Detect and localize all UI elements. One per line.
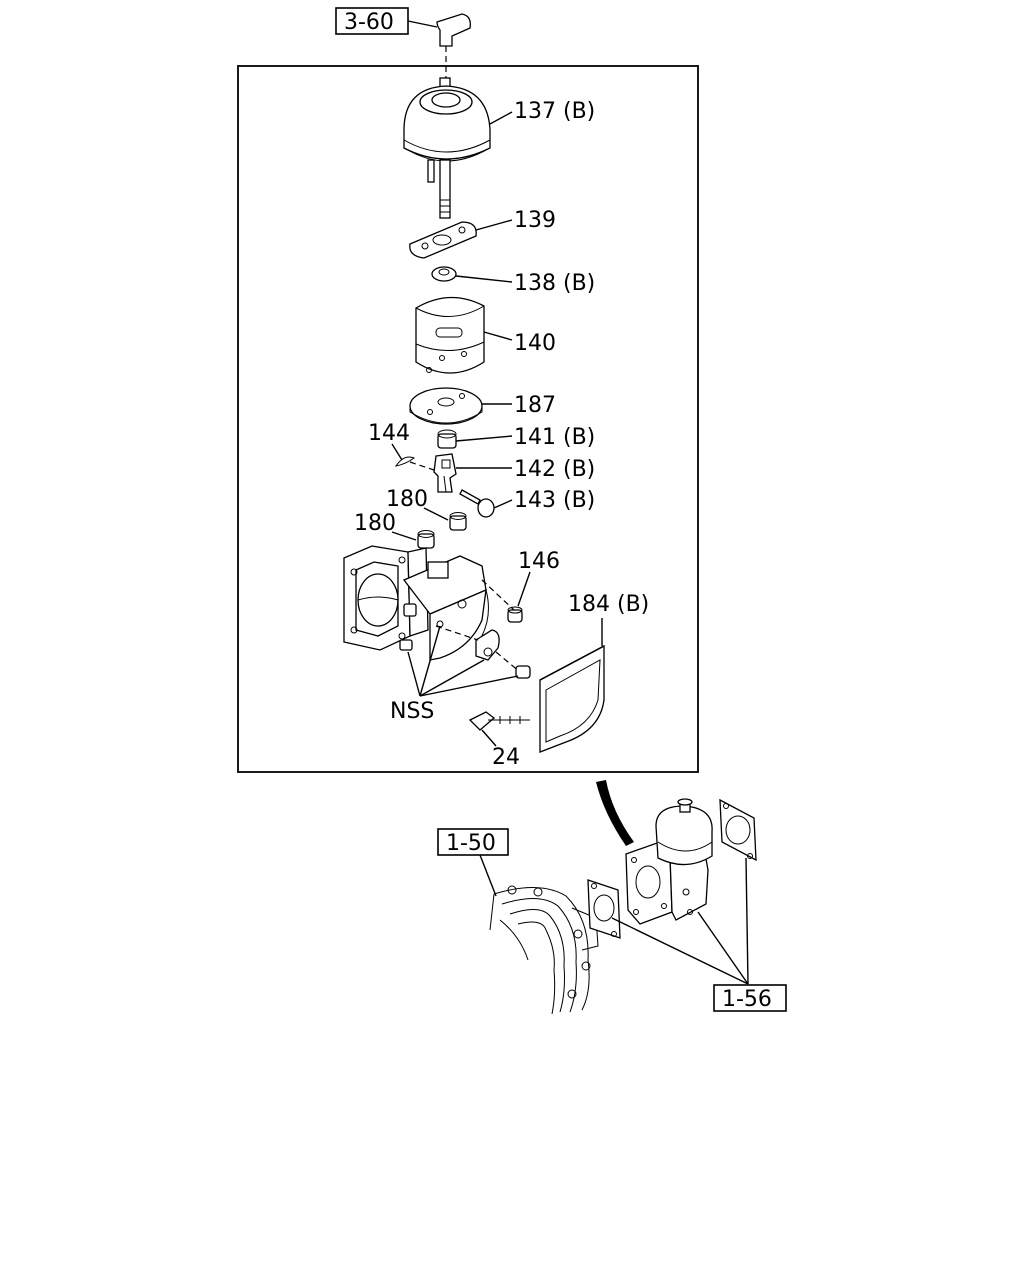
callout-24: 24	[492, 745, 520, 770]
detail-frame	[237, 65, 699, 773]
actuator-chamber	[403, 77, 491, 219]
valve-assembly-overview	[625, 798, 713, 925]
clevis	[433, 453, 457, 493]
callout-138: 138 (B)	[514, 271, 595, 296]
nut-lever	[515, 665, 531, 679]
callout-137: 137 (B)	[514, 99, 595, 124]
mounting-plate	[409, 221, 477, 259]
reference-3-60-label: 3-60	[344, 10, 394, 35]
callout-139: 139	[514, 208, 556, 233]
zoom-indicator-arrow	[596, 780, 634, 846]
callout-180-upper: 180	[386, 487, 428, 512]
cover-cup	[415, 296, 485, 374]
clevis-pin	[459, 489, 495, 518]
callout-144: 144	[368, 421, 410, 446]
callout-180-lower: 180	[354, 511, 396, 536]
reference-3-60[interactable]: 3-60	[335, 7, 409, 35]
nut-146	[507, 606, 523, 623]
washer	[431, 266, 457, 282]
nut-180-lower	[417, 530, 435, 549]
gasket-left	[587, 879, 621, 939]
reference-1-56-label: 1-56	[722, 987, 772, 1012]
lever-cover	[539, 644, 605, 753]
valve-body	[343, 545, 429, 651]
cotter-pin	[394, 456, 416, 467]
reference-1-56[interactable]: 1-56	[713, 984, 787, 1012]
nut-180-upper	[449, 512, 467, 531]
reference-1-50[interactable]: 1-50	[437, 828, 509, 856]
callout-187: 187	[514, 393, 556, 418]
hose-elbow	[407, 13, 471, 82]
gasket-right	[719, 798, 757, 862]
bolt-24	[468, 711, 530, 731]
callout-nss: NSS	[390, 699, 434, 724]
intake-manifold-overview	[489, 885, 599, 1015]
reference-1-50-label: 1-50	[446, 831, 496, 856]
base-plate	[409, 387, 483, 425]
nut-141	[437, 429, 457, 449]
callout-143: 143 (B)	[514, 488, 595, 513]
callout-146: 146	[518, 549, 560, 574]
callout-141: 141 (B)	[514, 425, 595, 450]
callout-140: 140	[514, 331, 556, 356]
callout-142: 142 (B)	[514, 457, 595, 482]
bracket	[402, 555, 515, 661]
callout-184: 184 (B)	[568, 592, 649, 617]
lever-arm	[435, 625, 521, 673]
